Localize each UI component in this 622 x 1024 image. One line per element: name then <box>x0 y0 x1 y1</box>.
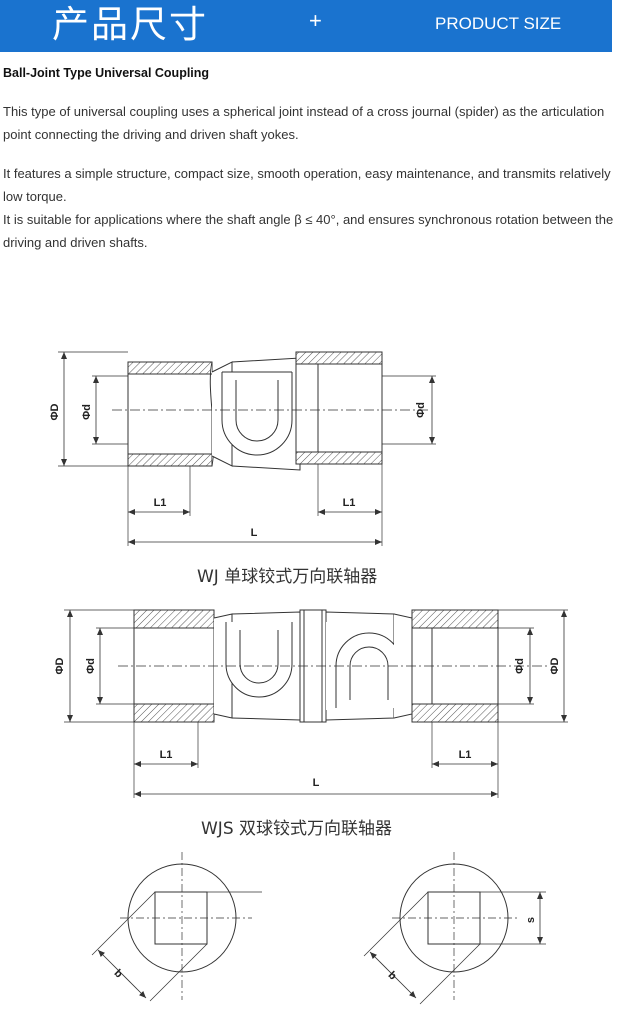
wjs-label-inner-dia-right: Φd <box>514 658 526 674</box>
section-heading: Ball-Joint Type Universal Coupling <box>3 66 210 80</box>
wj-label-l1-right: L1 <box>343 497 356 509</box>
section-right <box>363 852 546 1005</box>
banner-title-cn: 产品尺寸 <box>52 3 208 46</box>
wjs-label-inner-dia-left: Φd <box>85 658 97 674</box>
paragraph-description: This type of universal coupling uses a s… <box>3 104 605 142</box>
banner-plus-icon: + <box>309 8 322 33</box>
wj-label-outer-dia: ΦD <box>49 403 61 420</box>
section-left-label-b: b <box>111 967 124 980</box>
section-right-label-b: b <box>385 969 398 982</box>
wjs-label-length: L <box>313 777 320 789</box>
wj-coupling-drawing <box>58 351 436 546</box>
wjs-label-outer-dia-right: ΦD <box>549 657 561 674</box>
banner-title-en: PRODUCT SIZE <box>435 14 562 33</box>
wj-right-sleeve <box>295 351 383 465</box>
wj-left-sleeve <box>127 361 215 467</box>
wj-label-length: L <box>251 527 258 539</box>
wj-label-inner-dia-left: Φd <box>81 404 93 420</box>
section-left <box>91 852 262 1002</box>
caption-wjs: WJS 双球铰式万向联轴器 <box>201 819 393 839</box>
wjs-label-outer-dia-left: ΦD <box>54 657 66 674</box>
paragraph-applications: It is suitable for applications where th… <box>3 212 614 250</box>
wj-ball-joint <box>211 357 301 471</box>
paragraph-features: It features a simple structure, compact … <box>3 166 611 204</box>
caption-wj: WJ 单球铰式万向联轴器 <box>197 567 378 587</box>
header-banner: 产品尺寸 + PRODUCT SIZE <box>0 0 612 52</box>
wjs-label-l1-right: L1 <box>459 749 472 761</box>
wj-label-inner-dia-right: Φd <box>415 402 427 418</box>
wj-label-l1-left: L1 <box>154 497 167 509</box>
section-right-label-s: s <box>525 917 537 923</box>
wjs-label-l1-left: L1 <box>160 749 173 761</box>
wjs-coupling-drawing <box>64 609 568 798</box>
